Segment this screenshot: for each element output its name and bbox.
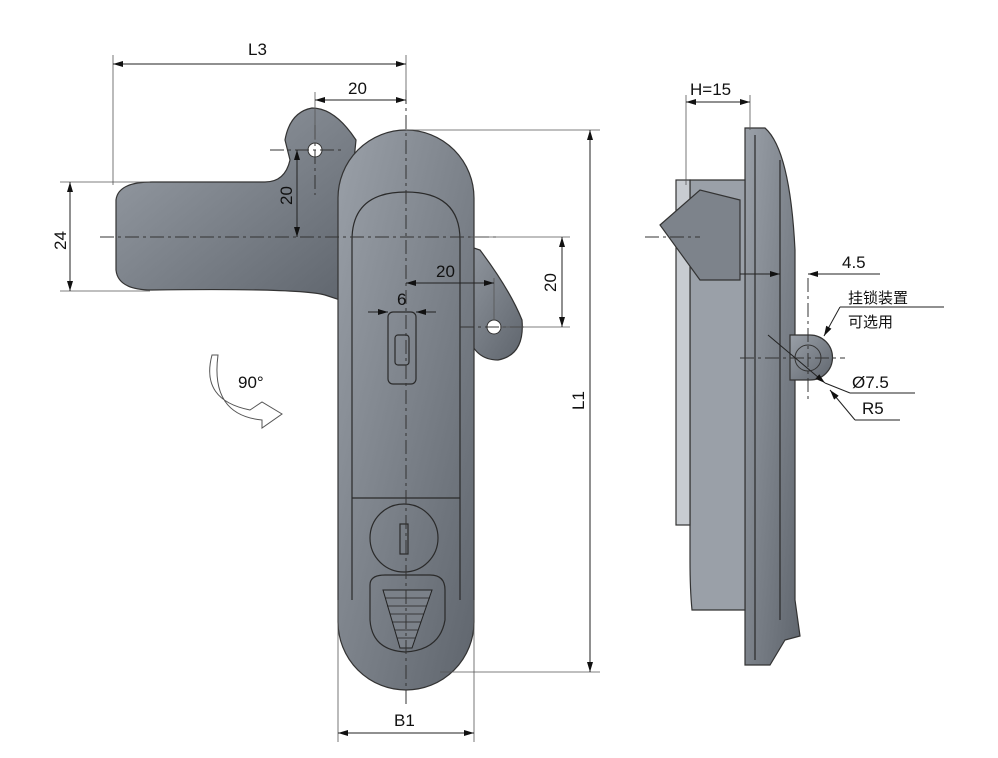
dim-top-20: 20: [348, 79, 367, 98]
dim-horizontal-20: 20: [436, 262, 455, 281]
dim-diameter: Ø7.5: [852, 373, 889, 392]
lever-arm: [115, 107, 357, 301]
dim-24: 24: [51, 231, 70, 250]
padlock-note-line1: 挂锁装置: [848, 289, 908, 307]
dim-6: 6: [397, 290, 406, 309]
padlock-note-line2: 可选用: [848, 313, 893, 331]
dim-vertical-20: 20: [277, 186, 296, 205]
rotation-label: 90°: [238, 373, 264, 392]
dim-H: H=15: [690, 80, 731, 99]
push-button: [382, 589, 433, 649]
rotation-arrow-icon: [209, 354, 283, 429]
slider: [387, 311, 417, 385]
dim-right-20: 20: [541, 273, 560, 292]
side-view: H=15 4.5 挂锁装置 可选用 Ø7.5 R5: [645, 80, 944, 666]
dim-L3: L3: [248, 40, 267, 59]
dim-R5: R5: [862, 399, 884, 418]
dim-B1: B1: [394, 711, 415, 730]
dim-4-5: 4.5: [842, 253, 866, 272]
key-cylinder: [369, 503, 439, 573]
front-view: L3 20 20 24 20 20 6 L1 B1: [51, 40, 600, 742]
dim-L1: L1: [569, 391, 588, 410]
